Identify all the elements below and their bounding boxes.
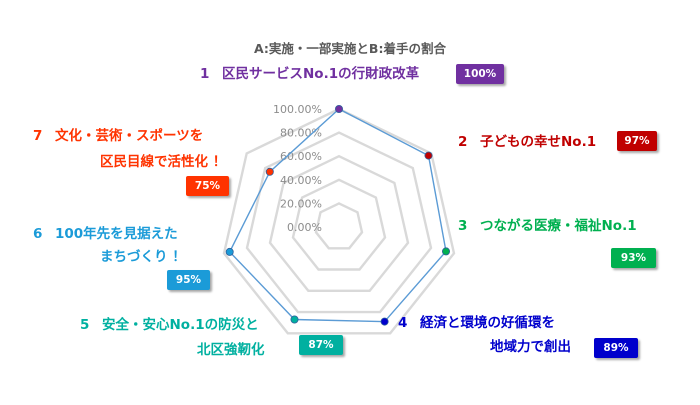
value-badge-5: 87% <box>299 335 343 355</box>
category-number-7: 7 <box>33 128 43 144</box>
category-text-6-line1: 100年先を見据えた <box>55 226 178 242</box>
radar-grid <box>222 107 456 335</box>
grid-ring <box>314 202 364 250</box>
category-text-7-line2: 区民目線で活性化 ！ <box>100 154 227 170</box>
data-point-6 <box>225 247 234 256</box>
category-number-5: 5 <box>80 317 90 333</box>
category-label-6: 6 100年先を見据えた <box>33 226 178 242</box>
radial-tick-label: 80.00% <box>280 127 322 140</box>
radial-tick-labels: 0.00%20.00%40.00%60.00%80.00%100.00% <box>273 103 322 234</box>
category-text-2: 子どもの幸せNo.1 <box>480 134 597 150</box>
category-number-6: 6 <box>33 226 43 242</box>
value-badge-1: 100% <box>456 64 504 84</box>
value-badge-2: 97% <box>617 131 657 151</box>
radial-tick-label: 20.00% <box>280 197 322 210</box>
category-text-4-line2: 地域力で創出 <box>490 339 571 355</box>
value-badge-4: 89% <box>594 338 638 358</box>
value-badge-6: 95% <box>167 270 210 290</box>
category-label-2: 2 子どもの幸せNo.1 <box>458 134 597 150</box>
radial-tick-label: 0.00% <box>287 221 322 234</box>
category-text-4-line1: 経済と環境の好循環を <box>420 315 555 331</box>
grid-ring <box>245 131 433 314</box>
data-point-1 <box>334 105 343 114</box>
category-text-1: 区民サービスNo.1の行財政改革 <box>222 66 420 82</box>
series-line <box>228 108 447 323</box>
data-point-4 <box>380 317 389 326</box>
series-layer <box>225 105 450 326</box>
category-label-4: 4 経済と環境の好循環を <box>398 315 555 331</box>
data-point-5 <box>290 315 299 324</box>
category-number-3: 3 <box>458 218 468 234</box>
category-number-4: 4 <box>398 315 408 331</box>
grid-ring <box>291 178 387 271</box>
category-text-6-line2: まちづくり ！ <box>100 249 186 265</box>
chart-title: A:実施・一部実施とB:着手の割合 <box>254 41 446 56</box>
category-label-7: 7 文化・芸術・スポーツを <box>33 128 204 144</box>
data-point-3 <box>441 247 450 256</box>
category-text-3: つながる医療・福祉No.1 <box>480 218 637 234</box>
category-label-3: 3 つながる医療・福祉No.1 <box>458 218 637 234</box>
value-badge-3: 93% <box>611 248 656 268</box>
grid-ring <box>222 107 456 335</box>
data-point-7 <box>265 167 274 176</box>
category-text-5-line2: 北区強靭化 <box>197 342 265 358</box>
category-number-1: 1 <box>200 66 210 82</box>
category-label-1: 1 区民サービスNo.1の行財政改革 <box>200 66 420 82</box>
category-text-5-line1: 安全・安心No.1の防災と <box>102 317 259 333</box>
category-number-2: 2 <box>458 134 468 150</box>
category-label-5: 5 安全・安心No.1の防災と <box>80 317 259 333</box>
category-text-7-line1: 文化・芸術・スポーツを <box>55 128 204 144</box>
radial-tick-label: 40.00% <box>280 174 322 187</box>
data-point-2 <box>424 151 433 160</box>
value-badge-7: 75% <box>186 176 229 196</box>
grid-ring <box>268 154 410 292</box>
radial-tick-label: 100.00% <box>273 103 322 116</box>
